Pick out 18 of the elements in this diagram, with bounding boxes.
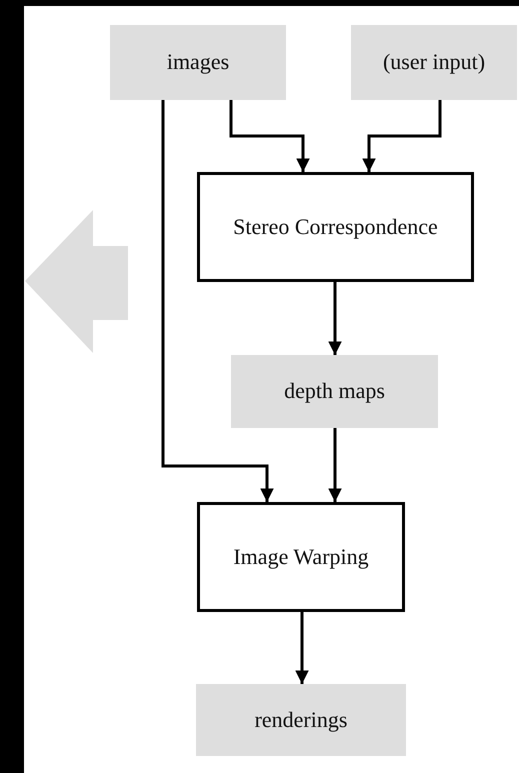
node-label: depth maps (284, 378, 385, 405)
data-box (231, 355, 438, 428)
node-label: Image Warping (233, 544, 369, 570)
data-box (110, 25, 286, 100)
process-box (197, 172, 474, 282)
arrow (162, 100, 274, 502)
data-box (351, 25, 517, 100)
arrow (295, 612, 309, 684)
node-label: images (166, 49, 230, 76)
arrow (362, 100, 442, 172)
data-box (196, 684, 406, 756)
arrow (328, 282, 342, 355)
arrow (328, 428, 342, 502)
node-label: (user input) (382, 49, 486, 76)
node-label: renderings (254, 706, 348, 734)
process-box (197, 502, 405, 612)
arrow (230, 100, 310, 172)
node-label: Stereo Correspondence (233, 214, 438, 240)
